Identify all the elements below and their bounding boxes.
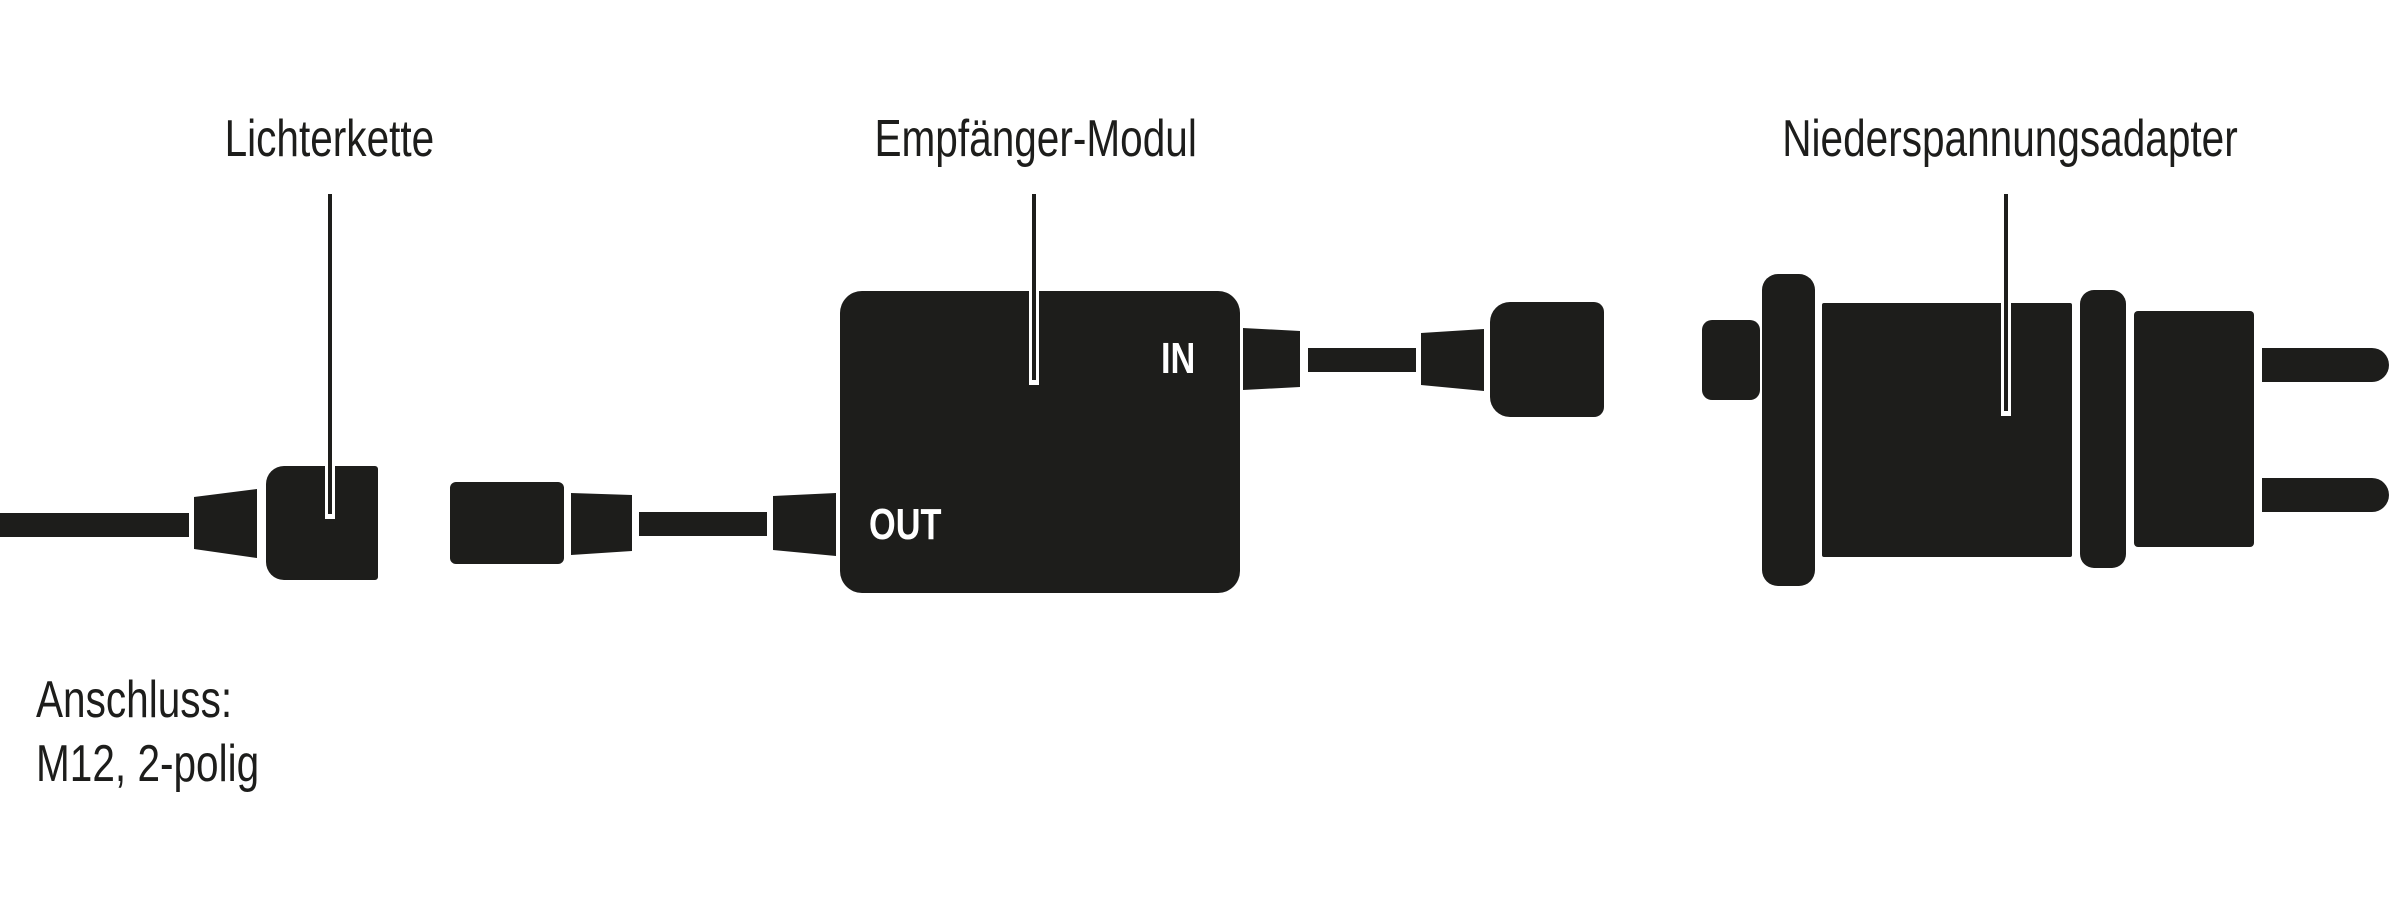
adapter-front-flange (1762, 274, 1815, 586)
label-lichterkette-text: Lichterkette (224, 110, 434, 168)
label-empfaenger-modul: Empfänger-Modul (736, 113, 1336, 165)
leader-line-niederspannungsadapter (2001, 194, 2011, 416)
label-empfaenger-modul-text: Empfänger-Modul (874, 110, 1198, 168)
leader-line-empfaenger-modul (1029, 194, 1039, 385)
label-niederspannungsadapter: Niederspannungsadapter (1710, 113, 2310, 165)
string-lights-socket (266, 466, 378, 580)
adapter-plug-body (2134, 311, 2254, 547)
adapter-cable-socket (1490, 302, 1604, 417)
adapter-prong-bottom (2262, 478, 2389, 512)
adapter-dc-pin (1702, 320, 1760, 400)
string-lights-cable (0, 513, 189, 537)
label-niederspannungsadapter-text: Niederspannungsadapter (1782, 110, 2238, 168)
adapter-prong-top (2262, 348, 2389, 382)
label-lichterkette: Lichterkette (29, 113, 629, 165)
in-cable (1308, 348, 1416, 372)
module-in-port-label: IN (1161, 334, 1196, 383)
adapter-rear-flange (2080, 290, 2126, 568)
module-out-plug (773, 493, 836, 556)
extension-plug (571, 493, 632, 555)
leader-line-lichterkette (325, 194, 335, 519)
module-out-port-label: OUT (869, 500, 942, 549)
receiver-module-box (840, 291, 1240, 593)
string-lights-plug (194, 489, 257, 558)
adapter-cable-plug (1421, 329, 1484, 391)
note-connector-spec: M12, 2-polig (36, 735, 260, 793)
extension-socket (450, 482, 564, 564)
adapter-body (1822, 303, 2072, 557)
extension-cable (639, 512, 767, 536)
module-in-plug (1243, 328, 1300, 390)
note-anschluss: Anschluss: (36, 671, 233, 729)
